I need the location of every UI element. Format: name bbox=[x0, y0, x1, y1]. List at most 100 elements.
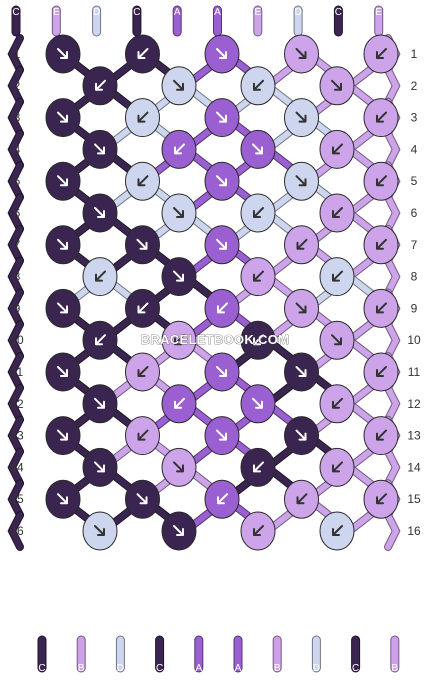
knot bbox=[319, 66, 355, 106]
row-label-right: 3 bbox=[411, 111, 418, 125]
arrow-icon bbox=[95, 270, 106, 282]
arrow-icon bbox=[173, 461, 184, 473]
row-label-right: 4 bbox=[411, 142, 418, 156]
arrow-icon bbox=[94, 397, 105, 409]
arrow-icon bbox=[57, 48, 68, 59]
arrow-icon bbox=[137, 175, 149, 187]
knot bbox=[204, 98, 240, 138]
bottom-string-letter: C bbox=[38, 663, 45, 674]
arrow-icon bbox=[295, 302, 307, 314]
knot bbox=[45, 352, 81, 392]
arrow-icon bbox=[253, 207, 264, 218]
arrow-icon bbox=[57, 493, 68, 505]
knot bbox=[204, 416, 240, 456]
bottom-string-letter: A bbox=[235, 663, 242, 674]
arrow-icon bbox=[137, 48, 149, 59]
arrow-icon bbox=[217, 302, 228, 314]
arrow-icon bbox=[296, 493, 308, 505]
knot bbox=[363, 98, 399, 138]
right-edge bbox=[385, 448, 400, 487]
arrow-icon bbox=[376, 48, 387, 59]
arrow-icon bbox=[216, 429, 227, 441]
row-label-left: 14 bbox=[10, 460, 24, 474]
arrow-icon bbox=[173, 79, 184, 91]
top-string-letter: E bbox=[375, 7, 382, 18]
knot bbox=[363, 479, 399, 519]
knot bbox=[284, 98, 319, 138]
knot bbox=[161, 320, 197, 360]
row-label-left: 6 bbox=[14, 206, 21, 220]
row-label-right: 15 bbox=[407, 492, 421, 506]
row-label-left: 11 bbox=[11, 365, 24, 379]
knot bbox=[319, 193, 355, 233]
knot bbox=[45, 98, 81, 138]
top-string-letter: E bbox=[254, 7, 261, 18]
right-edge bbox=[385, 66, 400, 105]
arrow-icon bbox=[57, 175, 68, 187]
knot bbox=[284, 352, 319, 392]
right-edge bbox=[385, 321, 400, 360]
row-label-left: 1 bbox=[14, 47, 21, 61]
row-label-right: 12 bbox=[407, 397, 421, 411]
row-label-right: 11 bbox=[408, 365, 421, 379]
top-string-letter: E bbox=[53, 7, 60, 18]
row-label-right: 13 bbox=[407, 429, 421, 443]
knot bbox=[240, 193, 276, 233]
arrow-icon bbox=[332, 270, 343, 282]
arrow-icon bbox=[137, 111, 149, 123]
knot bbox=[45, 288, 81, 328]
arrow-icon bbox=[332, 397, 343, 409]
arrow-icon bbox=[136, 493, 148, 505]
knot bbox=[319, 320, 355, 360]
arrow-icon bbox=[174, 143, 185, 155]
right-edge bbox=[385, 130, 400, 169]
bottom-string-letter: C bbox=[352, 663, 359, 674]
right-edge bbox=[385, 194, 400, 232]
knot bbox=[125, 288, 160, 328]
arrow-icon bbox=[216, 48, 227, 59]
knot bbox=[284, 225, 319, 265]
knot bbox=[45, 479, 81, 519]
row-label-left: 4 bbox=[14, 142, 21, 156]
knot bbox=[125, 225, 160, 265]
left-edge bbox=[8, 98, 23, 137]
arrow-icon bbox=[217, 493, 228, 505]
row-label-left: 3 bbox=[14, 111, 21, 125]
arrow-icon bbox=[94, 207, 105, 218]
arrow-icon bbox=[295, 175, 307, 187]
arrow-icon bbox=[94, 461, 105, 473]
arrow-icon bbox=[173, 207, 184, 218]
left-edge bbox=[8, 416, 23, 455]
arrow-icon bbox=[376, 366, 387, 377]
knot bbox=[240, 257, 276, 297]
row-label-right: 2 bbox=[411, 79, 418, 93]
row-label-right: 5 bbox=[411, 174, 418, 188]
knot bbox=[319, 257, 355, 297]
arrow-icon bbox=[332, 143, 343, 155]
row-label-left: 5 bbox=[14, 174, 21, 188]
bottom-string-letter: A bbox=[195, 663, 202, 674]
row-label-left: 9 bbox=[14, 301, 21, 315]
arrow-icon bbox=[295, 48, 307, 59]
bottom-string-letter: B bbox=[78, 663, 85, 674]
arrow-icon bbox=[376, 175, 387, 187]
knot bbox=[284, 416, 319, 456]
knot bbox=[82, 320, 118, 360]
arrow-icon bbox=[376, 111, 387, 123]
arrow-icon bbox=[136, 238, 148, 250]
row-label-left: 7 bbox=[14, 238, 21, 252]
row-label-right: 10 bbox=[407, 333, 421, 347]
bottom-string-letter: B bbox=[391, 663, 398, 674]
knot bbox=[204, 34, 240, 74]
left-edge bbox=[8, 353, 23, 391]
knot bbox=[363, 288, 399, 328]
row-label-left: 16 bbox=[10, 524, 24, 538]
knot bbox=[284, 34, 319, 74]
arrow-icon bbox=[253, 270, 264, 282]
left-edge bbox=[8, 66, 23, 105]
knot bbox=[319, 129, 355, 169]
arrow-icon bbox=[174, 334, 185, 346]
arrow-icon bbox=[57, 429, 68, 441]
knot bbox=[125, 98, 160, 138]
left-edge bbox=[8, 480, 23, 519]
